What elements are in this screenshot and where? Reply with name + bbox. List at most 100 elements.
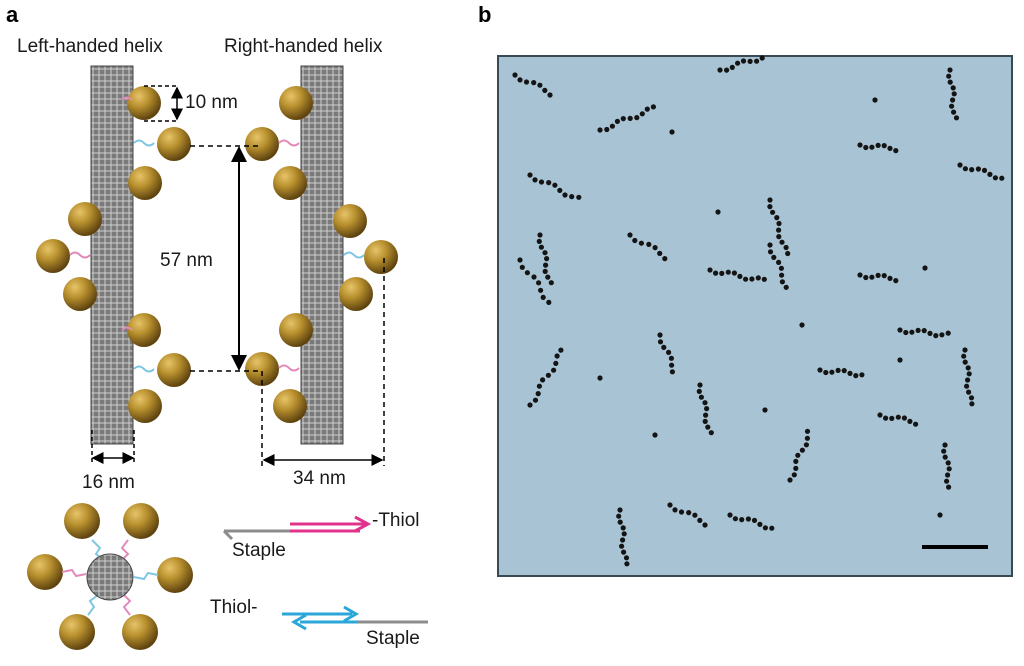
left-helix-title: Left-handed helix xyxy=(17,36,163,57)
gold-particle-dot xyxy=(627,232,633,238)
gold-particle-dot xyxy=(897,327,903,333)
gold-particle-dot xyxy=(517,77,523,83)
gold-particle-dot xyxy=(863,274,869,281)
gold-particle-dot xyxy=(662,256,668,262)
dimension-10nm xyxy=(144,85,183,122)
gold-particle-dot xyxy=(616,513,622,519)
label-thiol-right: -Thiol xyxy=(372,510,420,531)
gold-particle-dot xyxy=(545,372,552,378)
gold-particle-dot xyxy=(538,179,545,185)
gold-particle-dot xyxy=(632,237,638,244)
gold-particle-dot xyxy=(623,555,630,561)
gold-particle-dot xyxy=(652,245,658,251)
gold-particle-dot xyxy=(614,118,621,124)
gold-particle-dot xyxy=(767,249,774,255)
gold-particle-dots xyxy=(512,55,1005,567)
gold-particle-dot xyxy=(875,142,881,148)
tem-micrograph xyxy=(497,55,1013,577)
gold-particle-dot xyxy=(883,415,889,421)
gold-particle-dot xyxy=(901,415,908,421)
gold-particle-dot xyxy=(620,116,626,122)
gold-particle-dot xyxy=(538,244,545,250)
gold-particle-dot xyxy=(881,143,887,149)
gold-particle-dot xyxy=(875,272,881,278)
gold-particle-dot xyxy=(627,115,633,121)
right-gold-nanoparticles xyxy=(245,86,398,423)
gold-particle-dot xyxy=(523,79,530,85)
gold-particle-dot xyxy=(544,256,550,262)
gold-particle-dot xyxy=(762,525,769,531)
gold-particle-dot xyxy=(666,349,672,355)
gold-particle-dot xyxy=(793,458,799,464)
gold-particle-dot xyxy=(893,148,899,154)
label-57nm: 57 nm xyxy=(160,250,213,271)
gold-particle-dot xyxy=(962,347,968,353)
gold-particle-dot xyxy=(776,259,782,265)
gold-particle-dot xyxy=(921,328,927,334)
gold-particle-dot xyxy=(785,250,791,257)
gold-particle-dot xyxy=(713,270,719,276)
gold-particle-dot xyxy=(949,103,955,109)
gold-particle-dot xyxy=(657,250,663,256)
gold-particle-dot xyxy=(538,287,544,293)
gold-particle-dot xyxy=(895,414,901,420)
gold-particle-dot xyxy=(729,64,735,70)
gold-particle-dot xyxy=(950,85,956,91)
gold-particle-dot xyxy=(968,395,975,401)
gold-particle-dot xyxy=(553,360,559,366)
gold-particle-dot xyxy=(702,418,708,424)
gold-particle-dot xyxy=(913,421,919,427)
gold-particle-dot xyxy=(531,274,537,280)
gold-particle-dot xyxy=(945,460,951,466)
gold-particle-dot xyxy=(698,394,705,400)
gold-particle-dot xyxy=(947,79,953,85)
gold-particle-dot xyxy=(527,172,533,178)
gold-particle-dot xyxy=(939,332,945,338)
gold-particle-dot xyxy=(776,220,782,227)
gold-particle-dot xyxy=(704,406,710,412)
gold-particle-dot xyxy=(537,82,543,88)
gold-particle-dot xyxy=(743,276,749,282)
gold-particle-dot xyxy=(558,347,564,353)
gold-particle-dot xyxy=(817,367,823,373)
gold-particle-dot xyxy=(707,267,713,273)
gold-particle-dot xyxy=(546,180,552,186)
gold-particle-dot xyxy=(639,111,645,117)
gold-particle-dot xyxy=(512,72,518,78)
gold-particle-dot xyxy=(620,537,626,543)
gold-particle-dot xyxy=(536,238,542,244)
gold-particle-dot xyxy=(717,67,723,73)
gold-particle-dot xyxy=(755,275,761,281)
gold-particle-dot xyxy=(547,92,553,98)
gold-particle-dot xyxy=(737,273,743,279)
gold-particle-dot xyxy=(543,262,549,268)
gold-particle-dot xyxy=(783,244,789,251)
gold-particle-dot xyxy=(532,397,539,403)
gold-particle-dot xyxy=(708,430,714,436)
gold-particle-dot xyxy=(751,517,758,524)
gold-particle-dot xyxy=(715,209,721,215)
gold-particle-dot xyxy=(829,369,835,375)
gold-particle-dot xyxy=(542,268,548,274)
left-gold-nanoparticles xyxy=(36,86,191,423)
gold-particle-dot xyxy=(745,516,752,522)
gold-particle-dot xyxy=(759,55,765,61)
gold-particle-dot xyxy=(672,507,678,513)
gold-particle-dot xyxy=(946,466,952,472)
gold-particle-dot xyxy=(957,162,963,168)
dimension-16nm xyxy=(91,430,135,464)
gold-particle-dot xyxy=(887,145,893,151)
gold-particle-dot xyxy=(946,73,952,79)
label-staple-bottom: Staple xyxy=(366,628,420,649)
gold-particle-dot xyxy=(767,204,773,210)
gold-particle-dot xyxy=(735,60,741,66)
gold-particle-dot xyxy=(667,502,673,508)
gold-particle-dot xyxy=(966,371,972,377)
gold-particle-dot xyxy=(669,369,676,375)
gold-particle-dot xyxy=(962,359,968,365)
gold-particle-dot xyxy=(757,521,763,528)
scale-bar xyxy=(922,545,988,549)
gold-particle-dot xyxy=(942,442,948,448)
label-10nm: 10 nm xyxy=(185,92,238,113)
gold-particle-dot xyxy=(946,484,952,490)
